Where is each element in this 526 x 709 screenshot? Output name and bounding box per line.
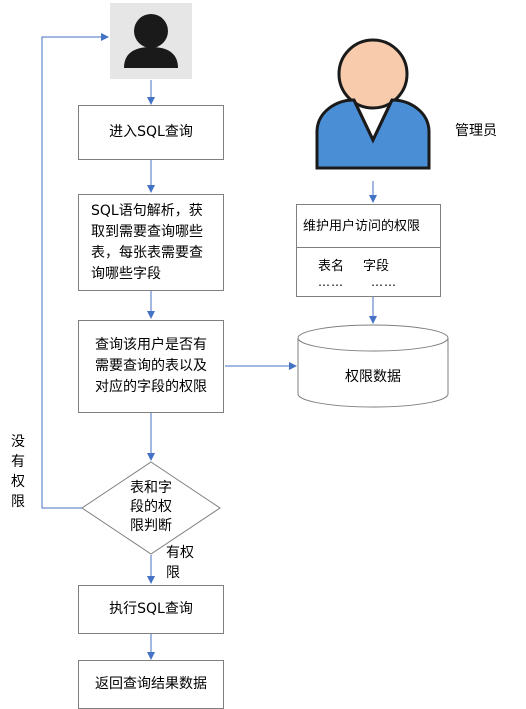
permission-data-cylinder (297, 324, 449, 408)
check-permission-step: 查询该用户是否有 需要查询的表以及 对应的字段的权限 (78, 320, 224, 413)
permission-data-label: 权限数据 (345, 369, 401, 385)
execute-sql-step: 执行SQL查询 (78, 585, 224, 634)
no-permission-label: 没 有 权 限 (11, 434, 25, 510)
permission-maintenance-box: 维护用户访问的权限 表名 字段 …… …… (296, 204, 441, 297)
user-silhouette-icon (110, 3, 192, 79)
table-name-ellipsis: …… (318, 275, 344, 289)
parse-sql-step: SQL语句解析，获 取到需要查询哪些 表，每张表需要查 询哪些字段 (78, 194, 224, 291)
return-result-step: 返回查询结果数据 (78, 660, 224, 709)
has-permission-label: 有权 限 (166, 545, 194, 581)
arrow-no-permission-loop (41, 33, 109, 509)
decision-label: 表和字 段的权 限判断 (130, 480, 172, 534)
field-ellipsis: …… (371, 275, 397, 289)
permission-maintenance-divider (297, 247, 440, 248)
decision-diamond (81, 461, 221, 555)
field-column: 字段 (363, 259, 390, 274)
admin-label: 管理员 (455, 123, 497, 139)
administrator-person-icon (315, 38, 431, 170)
enter-sql-step: 进入SQL查询 (78, 105, 224, 160)
table-name-column: 表名 (318, 259, 345, 274)
permission-maintenance-title: 维护用户访问的权限 (303, 219, 421, 234)
